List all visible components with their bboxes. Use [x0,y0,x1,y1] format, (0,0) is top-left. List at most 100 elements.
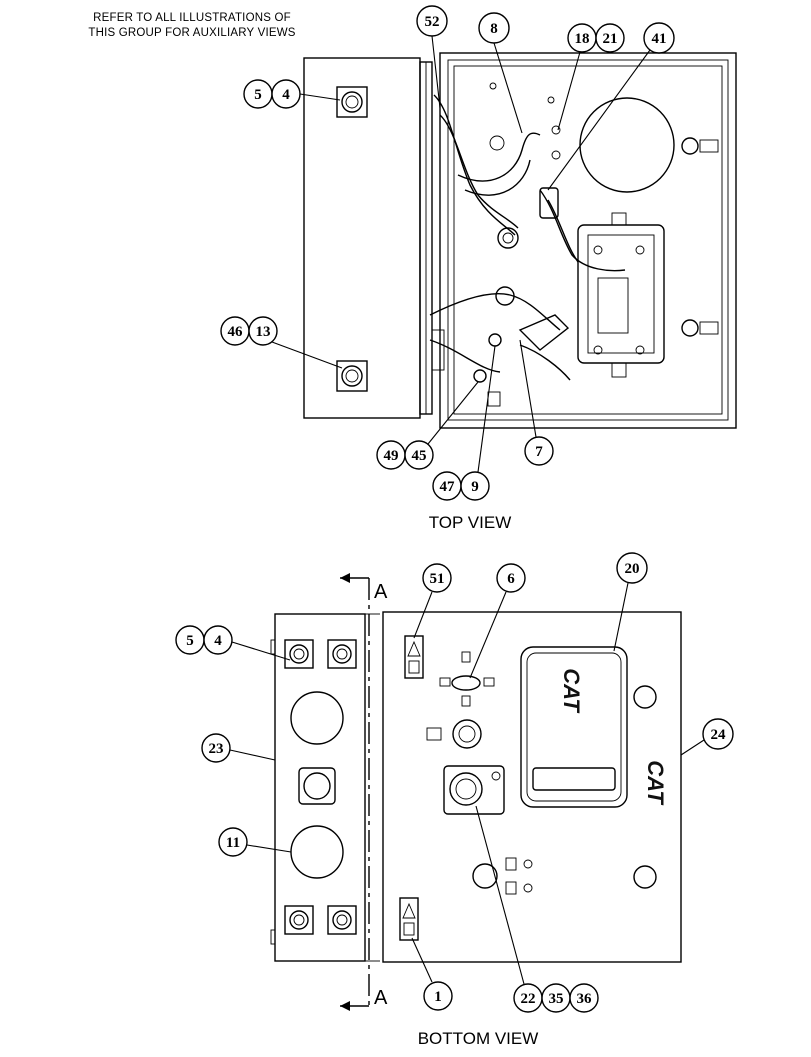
callout-5-top: 5 [243,79,273,109]
callout-51: 51 [413,563,452,639]
bottom-symbol-block [505,857,533,895]
bottom-indicator-lower [633,865,657,889]
warning-label-51 [404,635,424,679]
callout-6: 6 [469,563,526,679]
svg-text:20: 20 [625,561,640,577]
emergency-stop-22 [443,765,505,815]
section-arrow-top-head [340,573,350,583]
callout-23: 23 [201,733,276,763]
top-module-tab-bottom [611,362,627,378]
bottom-indicator-upper [633,685,657,709]
callout-52: 52 [416,5,448,109]
enclosure-brand-logo: CAT [643,760,668,805]
callout-9: 9 [460,345,496,501]
bottom-connector-3 [284,905,314,935]
callout-1: 1 [411,937,453,1011]
svg-text:51: 51 [430,571,445,587]
svg-text:7: 7 [535,444,543,460]
section-label-top: A [374,581,388,603]
svg-text:18: 18 [575,31,590,47]
callout-4-bottom: 4 [203,625,291,661]
svg-text:4: 4 [214,633,222,649]
top-module-relay [597,277,629,334]
note-line-1: REFER TO ALL ILLUSTRATIONS OF [93,12,291,24]
top-module-plate [577,224,665,364]
top-harness-main [433,94,516,236]
top-module-screw-1 [593,245,603,255]
callout-8: 8 [478,12,523,134]
bottom-door-plate [298,767,336,805]
callout-4-top: 4 [271,79,341,109]
top-small-hole [489,135,505,151]
svg-text:9: 9 [471,479,479,495]
bottom-knockout-round [472,863,498,889]
bottom-view: A A [175,552,734,1048]
callout-47: 47 [432,471,462,501]
top-wire-41b [547,199,579,263]
svg-text:47: 47 [440,479,456,495]
note-line-2: THIS GROUP FOR AUXILIARY VIEWS [88,27,295,39]
bottom-door-cutout-lower [290,825,344,879]
bottom-connector-2 [327,639,357,669]
svg-text:49: 49 [384,448,399,464]
top-component-45 [473,369,487,383]
top-grommet-inner [502,232,514,244]
top-round-cutout [579,97,675,193]
top-harness-edge [439,114,519,229]
svg-text:22: 22 [521,991,536,1007]
controller-display-20: CAT [520,646,628,808]
svg-text:21: 21 [603,31,618,47]
svg-text:11: 11 [226,835,240,851]
bottom-connector-4 [327,905,357,935]
top-enclosure-inner [447,59,729,421]
top-harness-lower-b [429,339,501,373]
bottom-door-panel [274,613,366,962]
callout-24: 24 [680,718,734,756]
section-arrow-bottom-head [340,1001,350,1011]
callout-21: 21 [595,23,625,53]
top-hole-18 [551,125,561,135]
top-component-7 [518,314,570,351]
top-module-screw-2 [635,245,645,255]
callout-13: 13 [248,316,343,369]
callout-18: 18 [557,23,597,131]
top-module-tab-top [611,212,627,226]
svg-text:6: 6 [507,571,515,587]
top-wire-7 [519,344,571,381]
top-grommet [497,227,519,249]
bottom-door-hinge-a [270,639,276,655]
top-stud-right-upper [681,137,719,155]
top-door-panel [303,57,421,419]
svg-text:8: 8 [490,21,498,37]
callout-36: 36 [569,983,599,1013]
callout-46: 46 [220,316,250,346]
selector-switch-6 [439,651,495,707]
top-component-9 [488,333,502,347]
top-module-screw-3 [593,345,603,355]
svg-text:5: 5 [254,87,262,103]
callout-41: 41 [547,22,675,191]
callout-20: 20 [613,552,648,652]
top-view: 52 8 18 21 41 5 4 [220,5,737,532]
top-component-round [495,286,515,306]
top-bracket-left [431,329,445,371]
svg-text:45: 45 [412,448,427,464]
bottom-view-title: BOTTOM VIEW [418,1029,539,1048]
top-module-screw-4 [635,345,645,355]
top-module-inner [587,234,655,354]
top-connector-upper [336,86,368,118]
section-label-bottom: A [374,987,388,1009]
callout-49: 49 [376,440,406,470]
svg-text:36: 36 [577,991,593,1007]
top-enclosure-inner-2 [453,65,723,415]
callout-22: 22 [475,805,543,1013]
svg-text:52: 52 [425,14,440,30]
bottom-door-hinge-b [270,929,276,945]
warning-label-1 [399,897,419,941]
key-switch [426,719,482,749]
top-connector-lower [336,360,368,392]
bottom-enclosure [382,611,682,963]
svg-text:41: 41 [652,31,667,47]
callout-5-bottom: 5 [175,625,205,655]
